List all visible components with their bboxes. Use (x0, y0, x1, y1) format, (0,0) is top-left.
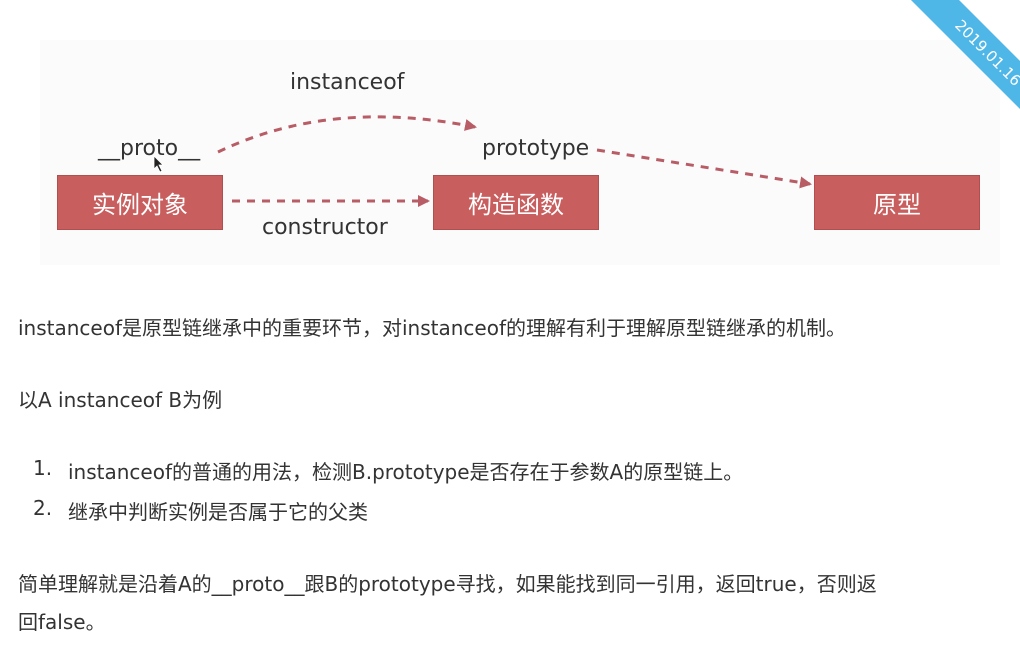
intro-paragraph: instanceof是原型链继承中的重要环节，对instanceof的理解有利于… (18, 316, 847, 340)
instanceof-arrow (217, 115, 477, 154)
list-item-text: 继承中判断实例是否属于它的父类 (68, 500, 368, 524)
prototype-arrow (596, 148, 812, 189)
list-item-text: instanceof的普通的用法，检测B.prototype是否存在于参数A的原… (68, 460, 744, 484)
prototype-diagram: 实例对象 构造函数 原型 instanceof __proto__ protot… (0, 0, 1020, 280)
prototype-object-node: 原型 (814, 175, 980, 230)
diagram-arrows (217, 115, 812, 207)
summary-paragraph-line2: 回false。 (18, 610, 106, 634)
example-heading: 以A instanceof B为例 (18, 388, 223, 412)
constructor-label: constructor (262, 215, 388, 240)
prototype-label: prototype (482, 136, 590, 161)
instanceof-label: instanceof (290, 70, 405, 95)
mouse-cursor-icon (153, 155, 164, 173)
instance-object-node: 实例对象 (57, 175, 223, 230)
proto-label: __proto__ (98, 136, 201, 161)
list-item-number: 1. (33, 456, 53, 480)
constructor-function-node: 构造函数 (433, 175, 599, 230)
date-ribbon: 2019.01.16 (860, 0, 1020, 160)
date-ribbon-label: 2019.01.16 (891, 0, 1020, 150)
list-item-number: 2. (33, 496, 53, 520)
summary-paragraph-line1: 简单理解就是沿着A的__proto__跟B的prototype寻找，如果能找到同… (18, 572, 877, 596)
